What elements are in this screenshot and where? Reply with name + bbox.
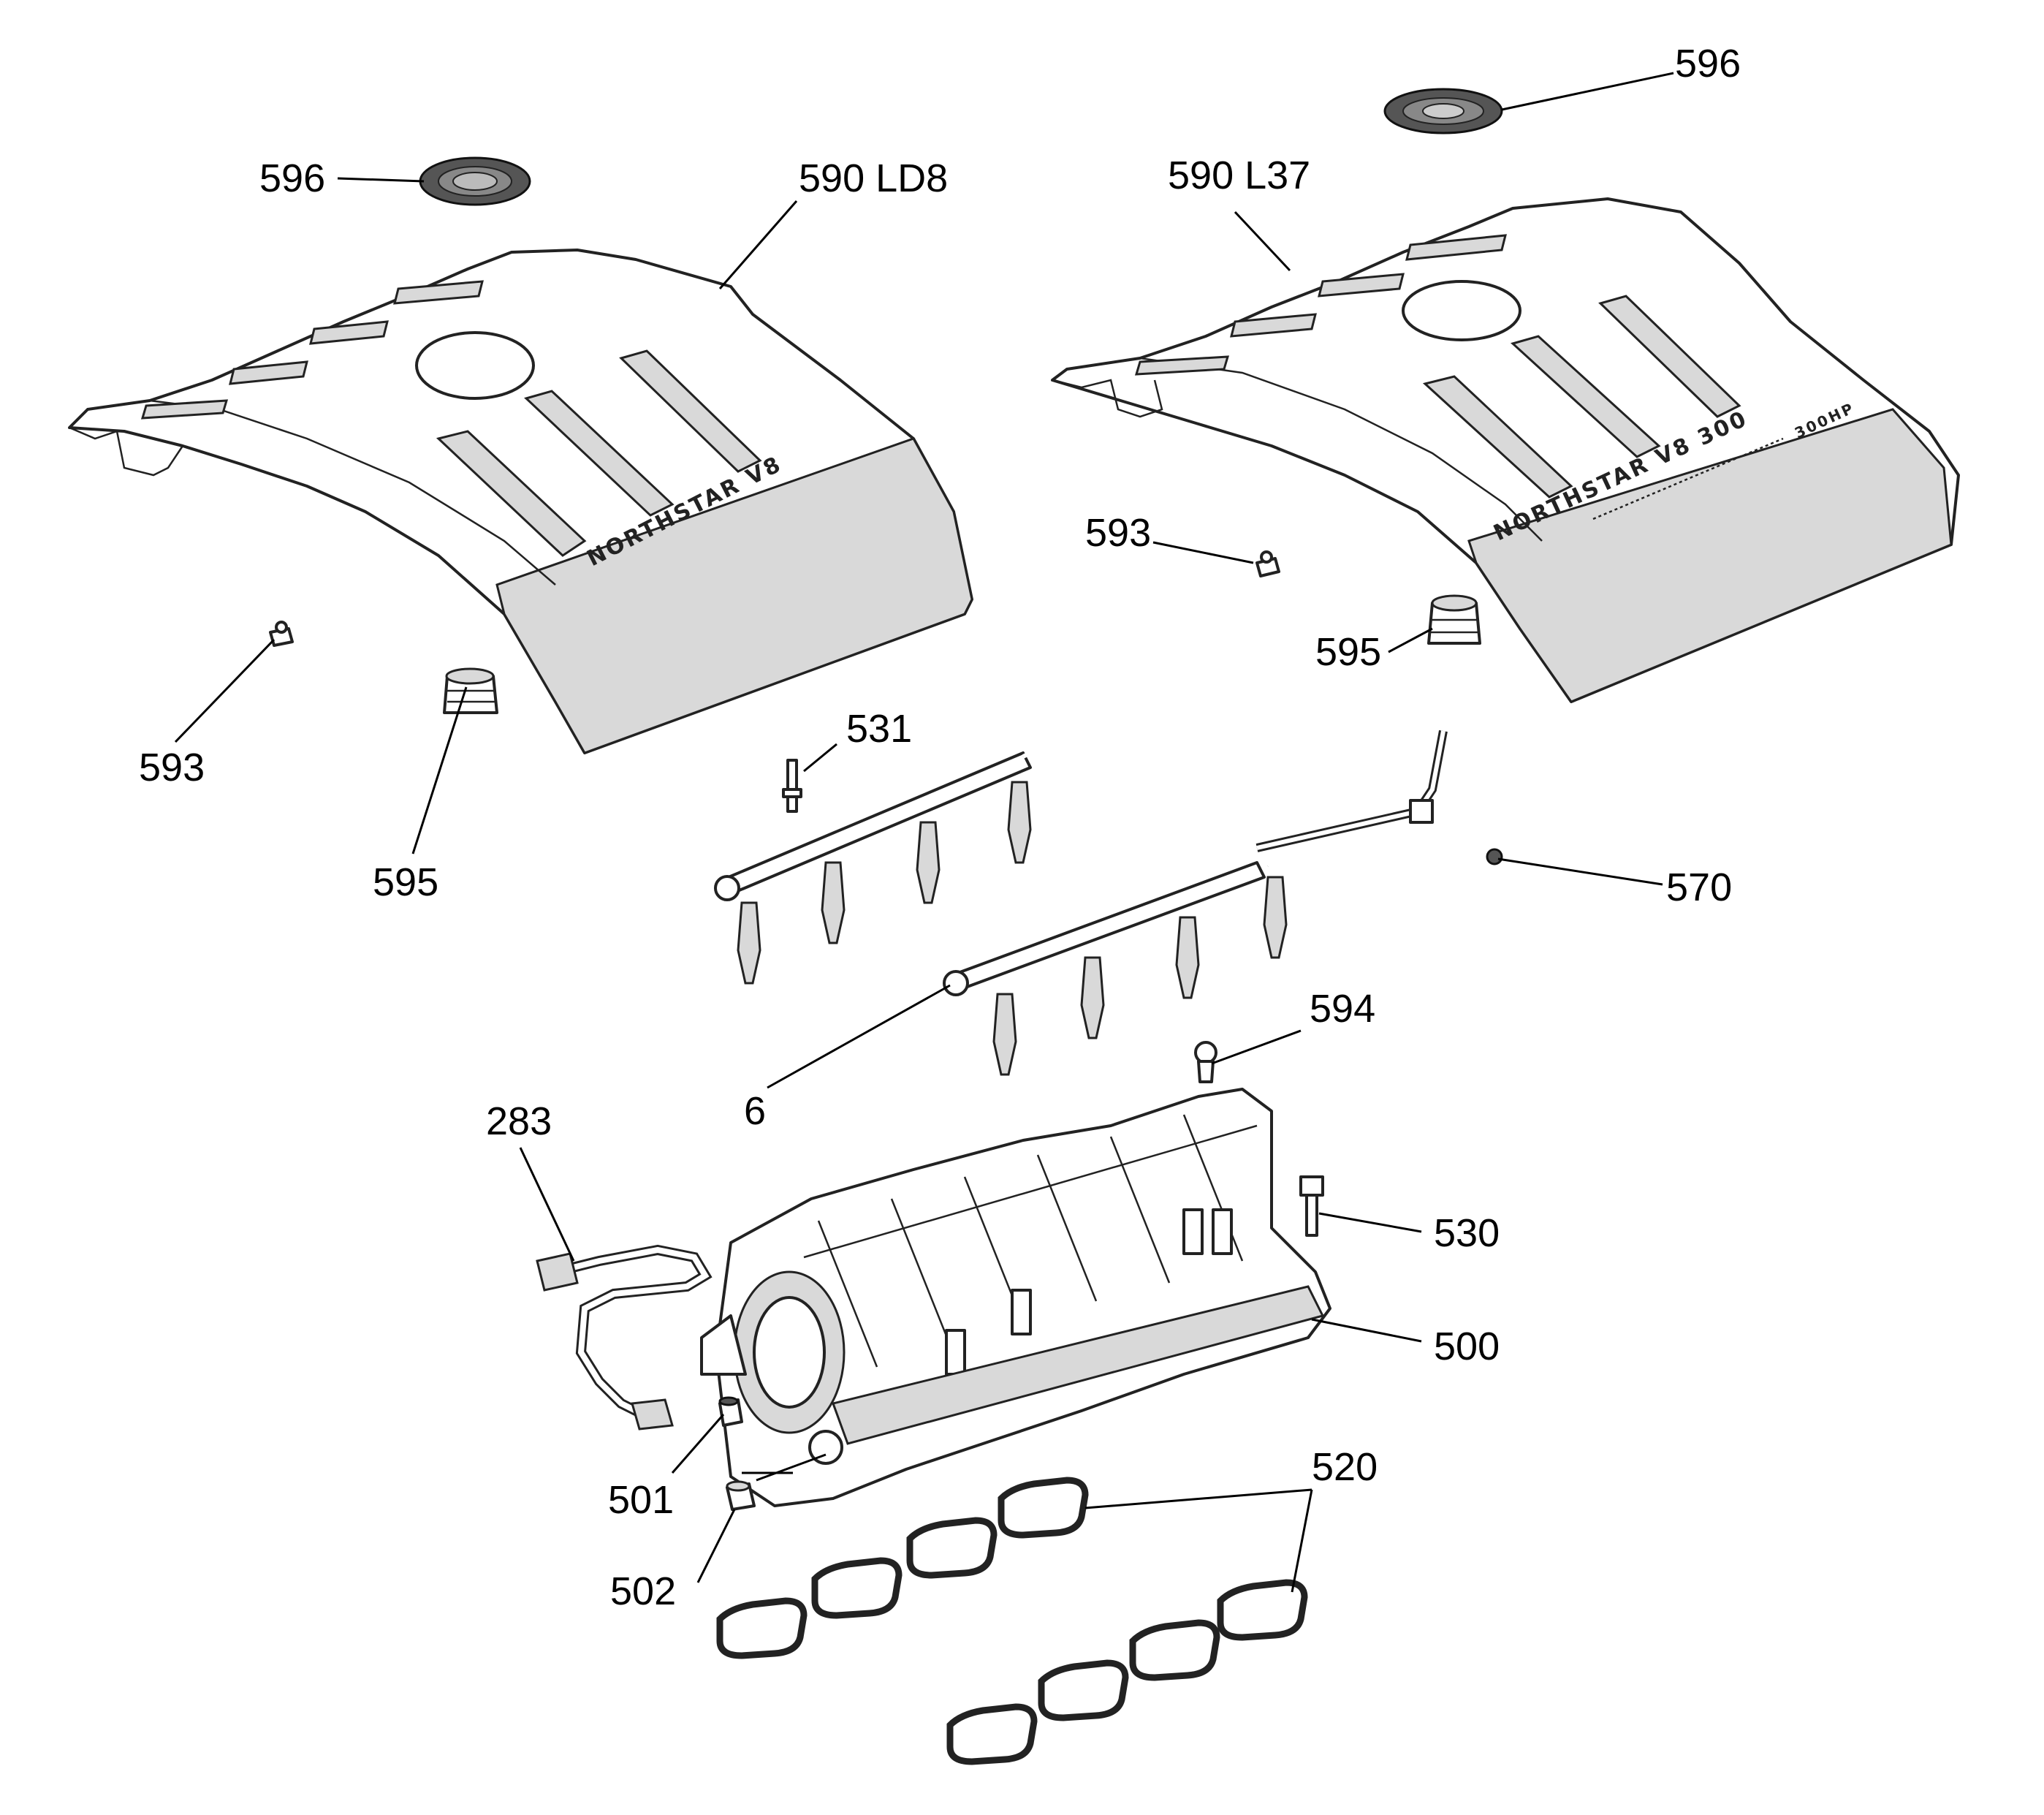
callout-570: 570 bbox=[1666, 865, 1732, 909]
grommet-595-right bbox=[1427, 594, 1481, 645]
badge-596-right bbox=[1383, 88, 1503, 134]
gasket-row-rear bbox=[716, 1477, 1089, 1659]
callout-6: 6 bbox=[744, 1089, 766, 1133]
leader-lines bbox=[174, 72, 1674, 1593]
callout-593-left: 593 bbox=[139, 746, 205, 789]
engine-cover-ld8: NORTHSTAR V8 bbox=[68, 249, 973, 754]
callout-502: 502 bbox=[610, 1569, 676, 1613]
callout-531: 531 bbox=[846, 707, 912, 751]
injector-bosses bbox=[945, 1208, 1233, 1376]
badge-596-left bbox=[419, 156, 531, 206]
callout-593-right: 593 bbox=[1085, 511, 1151, 555]
callout-590-ld8: 590 LD8 bbox=[799, 156, 948, 200]
callout-596-left: 596 bbox=[259, 156, 325, 200]
gasket-row-front bbox=[946, 1579, 1308, 1765]
stud-531 bbox=[782, 759, 802, 813]
fuel-injectors-front bbox=[992, 876, 1288, 1076]
bolt-530 bbox=[1299, 1175, 1324, 1237]
callout-labels: 596 590 LD8 596 590 L37 593 595 593 595 … bbox=[139, 42, 1741, 1613]
plug-501 bbox=[718, 1396, 743, 1427]
hose-283 bbox=[536, 1244, 713, 1431]
callout-530: 530 bbox=[1434, 1211, 1500, 1255]
nut-570 bbox=[1486, 848, 1503, 865]
callout-595-left: 595 bbox=[373, 860, 438, 904]
callout-520: 520 bbox=[1312, 1445, 1378, 1489]
engine-cover-l37: NORTHSTAR V8 300 300HP bbox=[1051, 197, 1960, 703]
callout-283: 283 bbox=[486, 1099, 552, 1143]
callout-594: 594 bbox=[1310, 987, 1375, 1031]
clip-593-left bbox=[269, 621, 294, 647]
callout-501: 501 bbox=[608, 1478, 674, 1522]
callout-500: 500 bbox=[1434, 1325, 1500, 1368]
callout-595-right: 595 bbox=[1315, 630, 1381, 674]
fuel-injectors-rear bbox=[737, 781, 1032, 985]
fuel-rail-assembly bbox=[714, 717, 1448, 1076]
callout-596-right: 596 bbox=[1675, 42, 1741, 86]
plug-502 bbox=[726, 1480, 756, 1511]
ball-stud-594 bbox=[1194, 1041, 1217, 1083]
intake-manifold-500 bbox=[700, 1088, 1331, 1507]
callout-590-l37: 590 L37 bbox=[1168, 154, 1310, 197]
grommet-595-left bbox=[443, 667, 498, 714]
intake-gaskets-520 bbox=[716, 1477, 1308, 1765]
clip-593-right bbox=[1255, 550, 1280, 577]
